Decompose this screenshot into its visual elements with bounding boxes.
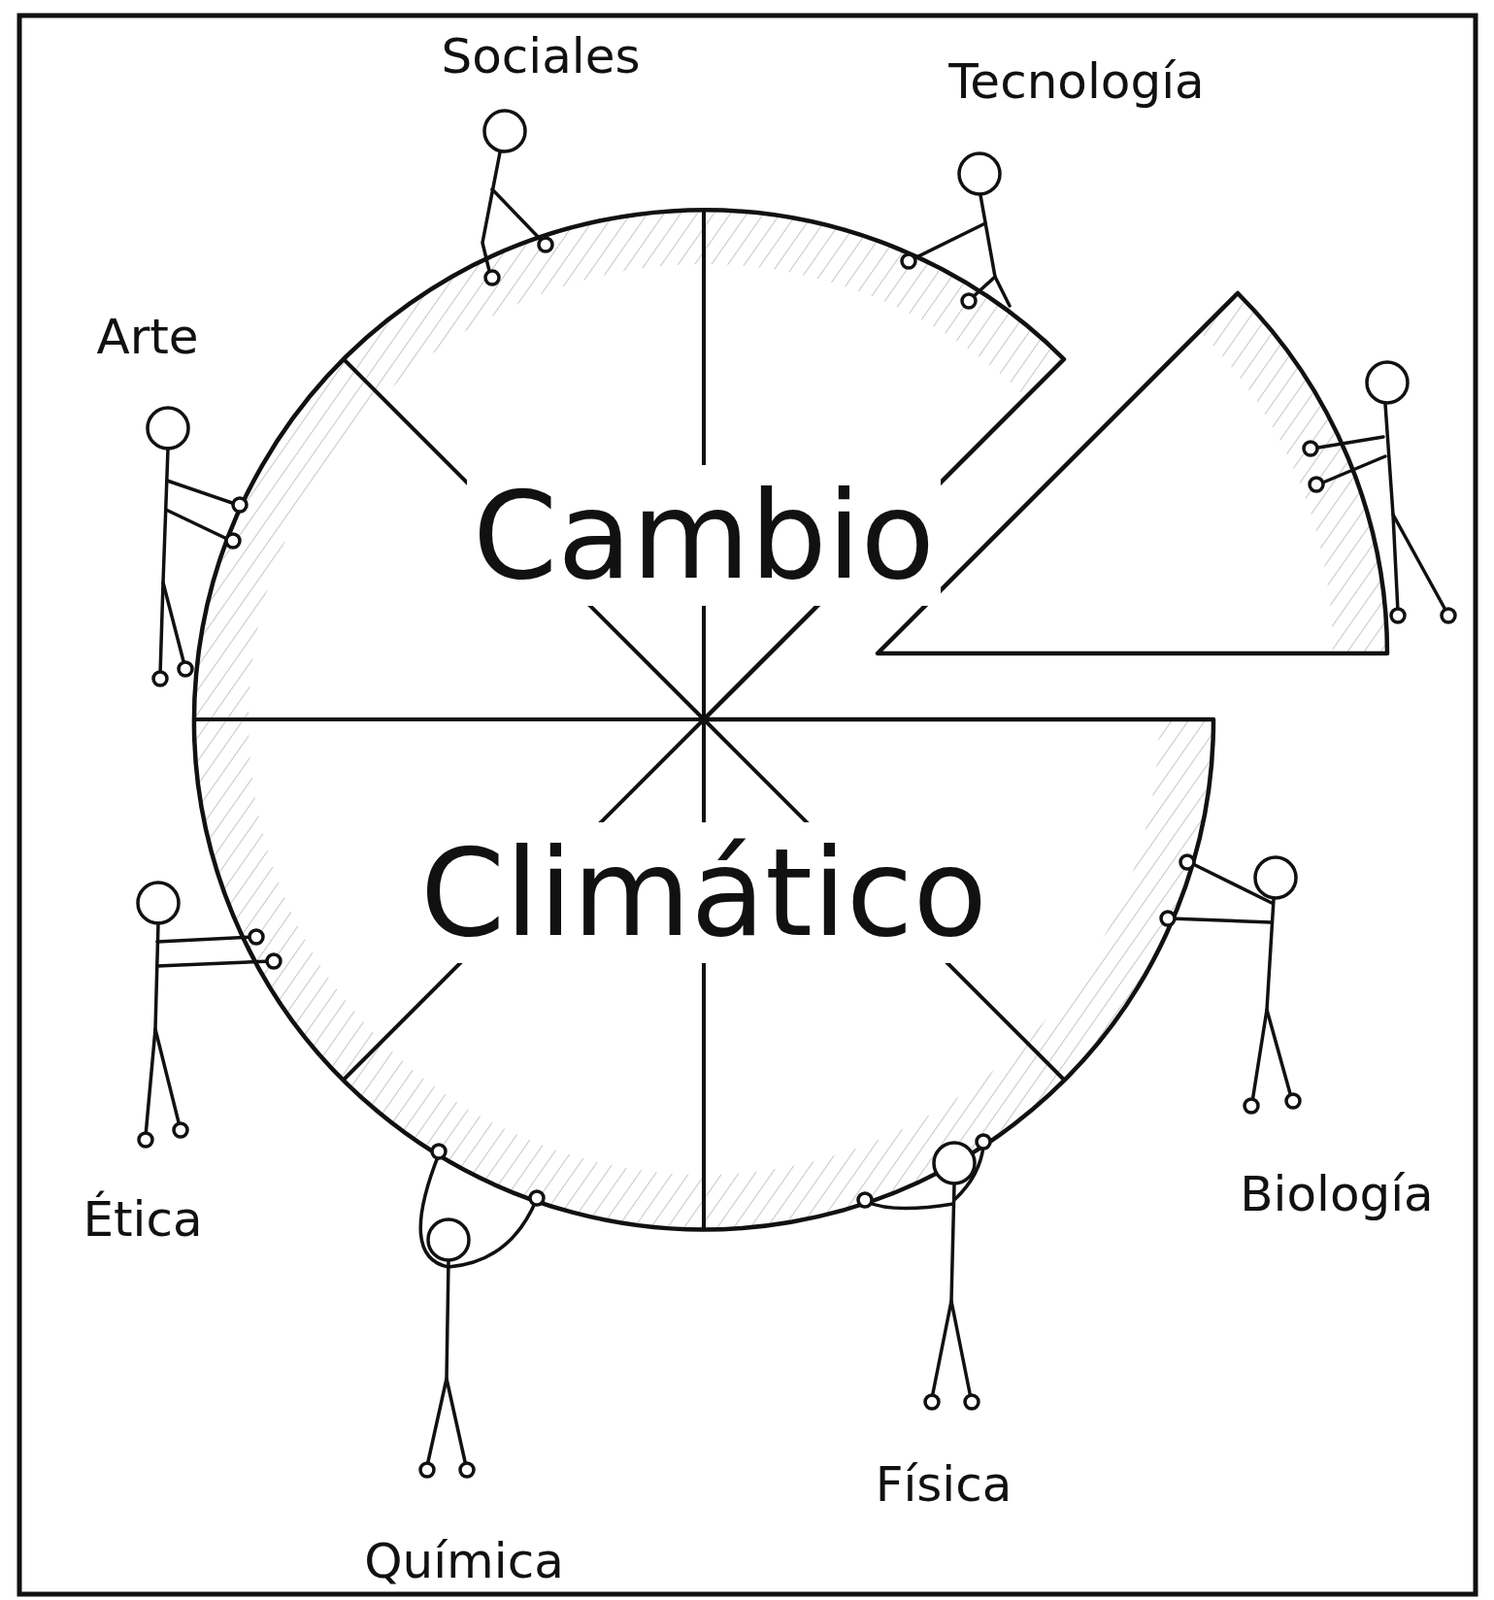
discipline-label: Ética bbox=[78, 1191, 206, 1248]
discipline-label: Física bbox=[871, 1456, 1017, 1513]
discipline-label: Arte bbox=[92, 308, 202, 366]
discipline-label: Tecnología bbox=[944, 53, 1208, 110]
stick-figures bbox=[137, 110, 1456, 1477]
stick-figure bbox=[901, 153, 1010, 308]
center-title: Cambio Climático bbox=[414, 464, 994, 963]
discipline-label: Sociales bbox=[436, 28, 644, 85]
stick-figure bbox=[137, 882, 281, 1147]
stick-figure bbox=[858, 1134, 991, 1409]
stick-figure bbox=[420, 1144, 544, 1477]
stick-figure bbox=[147, 407, 247, 686]
stick-figure bbox=[482, 110, 553, 285]
discipline-label: Química bbox=[360, 1532, 568, 1590]
stick-figure bbox=[1303, 362, 1456, 623]
discipline-label: Biología bbox=[1235, 1165, 1438, 1223]
pie bbox=[194, 209, 1214, 1229]
title-block: Cambio Climático bbox=[334, 357, 1073, 1072]
stick-figure bbox=[1161, 855, 1300, 1113]
pulled-slice bbox=[395, 170, 1388, 1136]
pie-circle: Cambio Climático bbox=[194, 209, 1214, 1229]
frame bbox=[19, 15, 1476, 1594]
